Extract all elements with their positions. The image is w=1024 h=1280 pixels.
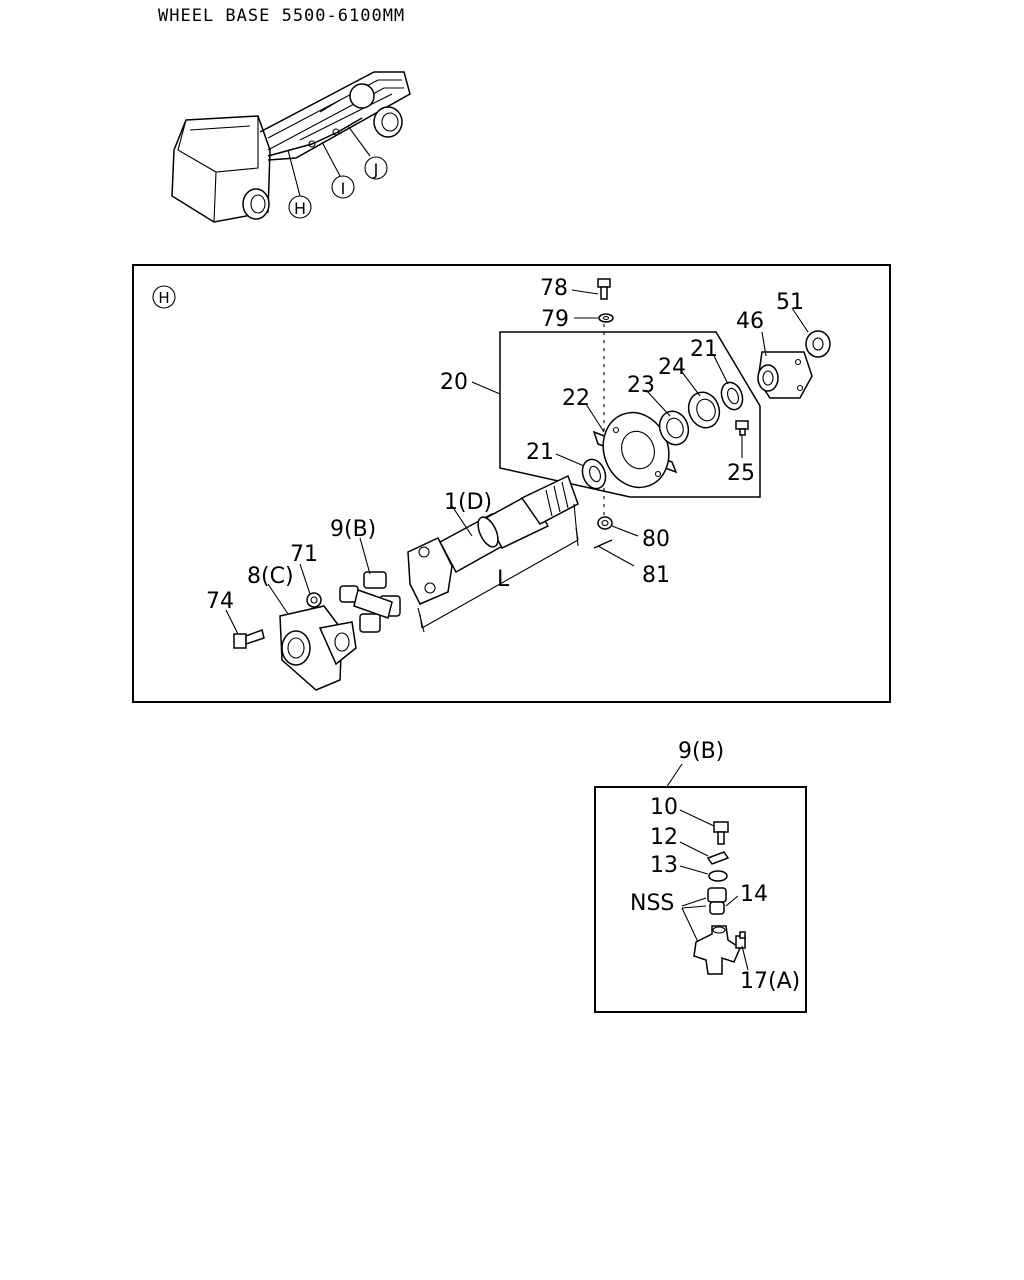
label-L: L (497, 567, 510, 592)
flange-yoke-8c (279, 605, 357, 691)
label-21-upper: 21 (690, 337, 718, 362)
label-51: 51 (776, 290, 804, 315)
washer-13 (708, 870, 728, 882)
overview-callout-h: H (288, 195, 312, 219)
label-13: 13 (650, 853, 678, 878)
label-71: 71 (290, 542, 318, 567)
grease-nipple-25 (735, 420, 749, 436)
view-h-marker: H (152, 285, 176, 309)
label-21-lower: 21 (526, 440, 554, 465)
label-81: 81 (642, 563, 670, 588)
label-nss: NSS (630, 891, 674, 916)
bearing-23 (658, 410, 690, 446)
label-24: 24 (658, 355, 686, 380)
label-1d: 1(D) (444, 490, 492, 515)
label-23: 23 (627, 373, 655, 398)
label-74: 74 (206, 589, 234, 614)
lock-plate-12 (706, 851, 730, 865)
bolt-74 (233, 629, 265, 649)
label-78: 78 (540, 276, 568, 301)
center-bearing-22 (592, 411, 678, 489)
label-22: 22 (562, 386, 590, 411)
grease-nipple-17a (735, 931, 746, 949)
detail-9b-title: 9(B) (678, 739, 724, 764)
label-10: 10 (650, 795, 678, 820)
detail-9b-frame (594, 786, 807, 1013)
label-25: 25 (727, 461, 755, 486)
seal-24 (687, 391, 721, 429)
detail-9b-leader (665, 763, 683, 789)
label-46: 46 (736, 309, 764, 334)
nut-71 (306, 592, 322, 608)
label-12: 12 (650, 825, 678, 850)
label-9b: 9(B) (330, 517, 376, 542)
leader-lines (225, 289, 809, 635)
svg-text:H: H (158, 289, 169, 307)
page-title: WHEEL BASE 5500-6100MM (158, 6, 405, 26)
label-80: 80 (642, 527, 670, 552)
dimension-l (417, 503, 579, 633)
svg-text:J: J (373, 160, 379, 179)
label-20: 20 (440, 370, 468, 395)
truck-overview-sketch (171, 71, 411, 223)
seal-21-lower (581, 458, 607, 490)
svg-text:H: H (294, 199, 306, 218)
spider-cross (693, 925, 741, 975)
overview-callout-i: I (331, 175, 355, 199)
detail-leader-lines (679, 809, 749, 971)
overview-callout-j: J (364, 156, 388, 180)
propeller-shaft-1d (407, 474, 579, 605)
nut-51 (805, 330, 831, 358)
flange-46 (757, 351, 813, 399)
bearing-cap-14 (707, 887, 727, 915)
bolt-78 (597, 278, 611, 300)
view-h-frame (132, 264, 891, 703)
svg-text:I: I (341, 179, 346, 198)
label-17a: 17(A) (740, 969, 800, 994)
label-14: 14 (740, 882, 768, 907)
group-20-outline (499, 331, 761, 498)
label-79: 79 (541, 307, 569, 332)
washer-79 (598, 313, 614, 323)
nut-80 (597, 516, 613, 530)
seal-21-upper (720, 381, 744, 411)
pin-81 (593, 539, 613, 549)
bolt-10 (713, 821, 729, 845)
label-8c: 8(C) (247, 564, 294, 589)
universal-joint-9b (339, 571, 401, 633)
